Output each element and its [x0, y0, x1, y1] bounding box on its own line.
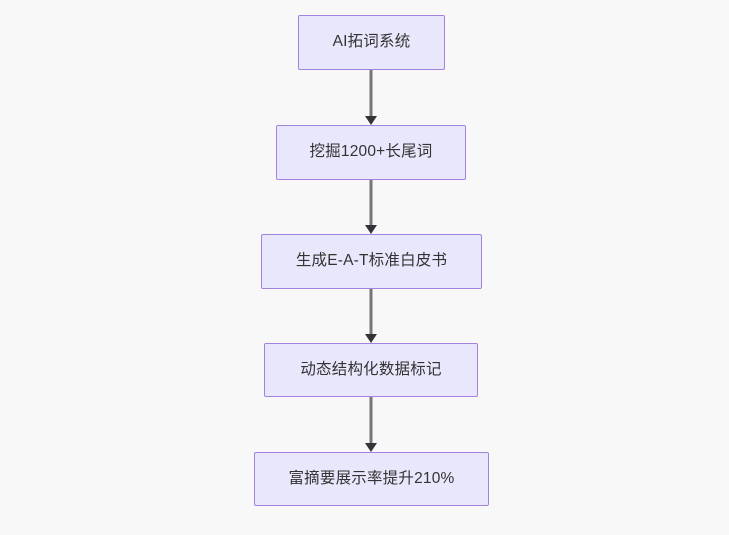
connector-node1-node2: [369, 70, 373, 117]
arrowhead-node2-node3: [365, 225, 377, 234]
flow-node-rich-snippet-impression-lift[interactable]: 富摘要展示率提升210%: [254, 452, 489, 506]
flow-node-label: 生成E-A-T标准白皮书: [295, 252, 448, 270]
flow-node-ai-keyword-system[interactable]: AI拓词系统: [298, 15, 445, 70]
flow-node-label: 挖掘1200+长尾词: [309, 143, 433, 161]
connector-node2-node3: [369, 180, 373, 226]
arrowhead-node1-node2: [365, 116, 377, 125]
flow-node-label: 动态结构化数据标记: [300, 360, 442, 378]
flow-node-dynamic-structured-data-markup[interactable]: 动态结构化数据标记: [264, 343, 478, 397]
flow-node-mine-longtail-keywords[interactable]: 挖掘1200+长尾词: [276, 125, 466, 180]
arrowhead-node3-node4: [365, 334, 377, 343]
connector-node3-node4: [369, 289, 373, 335]
arrowhead-node4-node5: [365, 443, 377, 452]
flow-node-label: AI拓词系统: [332, 33, 411, 51]
flow-node-label: 富摘要展示率提升210%: [288, 469, 455, 487]
connector-node4-node5: [369, 397, 373, 444]
flow-node-generate-eat-whitepaper[interactable]: 生成E-A-T标准白皮书: [261, 234, 482, 289]
